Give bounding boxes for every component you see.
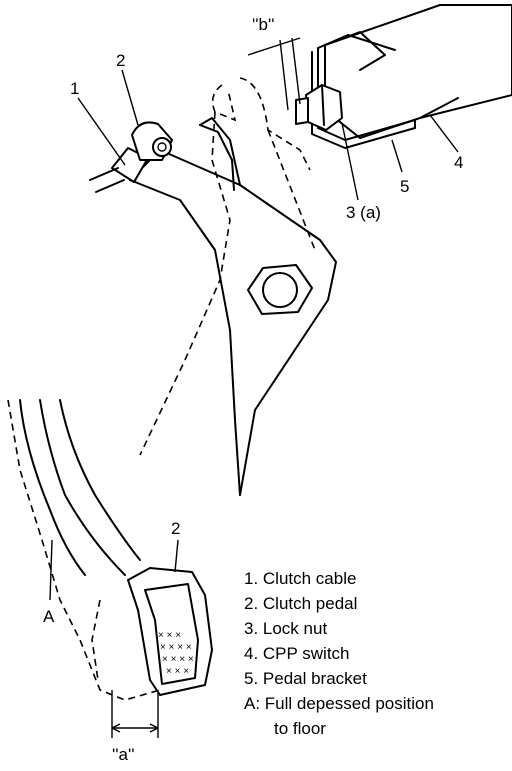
legend-item-3: 3. Lock nut (244, 619, 327, 638)
legend-item-1: 1. Clutch cable (244, 569, 356, 588)
svg-text:× × ×: × × × (166, 666, 189, 677)
legend-item-A-cont: to floor (274, 719, 326, 738)
pedal-bracket (311, 34, 416, 149)
pivot-nut (247, 264, 313, 315)
dimension-b-label: ''b'' (252, 15, 274, 34)
legend-item-5: 5. Pedal bracket (244, 669, 367, 688)
legend-item-4: 4. CPP switch (244, 644, 350, 663)
svg-text:× × × ×: × × × × (160, 642, 192, 653)
lock-nut (295, 84, 343, 131)
dimension-b (247, 37, 301, 111)
dimension-a-label: ''a'' (112, 745, 134, 764)
legend-item-2: 2. Clutch pedal (244, 594, 357, 613)
pedal-lower-arm (19, 399, 141, 576)
pedal-pad: × × × × × × × × × × × × × × (127, 567, 213, 696)
svg-text:× × × ×: × × × × (162, 654, 194, 665)
clutch-cable-end (89, 121, 173, 193)
svg-text:× × ×: × × × (158, 630, 181, 641)
callout-2: 2 (116, 51, 125, 70)
callout-1: 1 (70, 79, 79, 98)
pedal-pad-texture: × × × × × × × × × × × × × × (158, 630, 194, 677)
callout-3a: 3 (a) (346, 203, 381, 222)
callout-5: 5 (400, 177, 409, 196)
callout-A: A (43, 607, 55, 626)
depressed-position-outline (7, 77, 316, 701)
cpp-switch (324, 4, 512, 139)
legend-item-A: A: Full depessed position (244, 694, 434, 713)
leader-lines (49, 69, 459, 601)
legend: 1. Clutch cable 2. Clutch pedal 3. Lock … (244, 569, 434, 738)
dimension-a (111, 690, 159, 738)
pedal-arm (129, 117, 337, 496)
callout-4: 4 (454, 153, 463, 172)
callout-2-pad: 2 (171, 519, 180, 538)
